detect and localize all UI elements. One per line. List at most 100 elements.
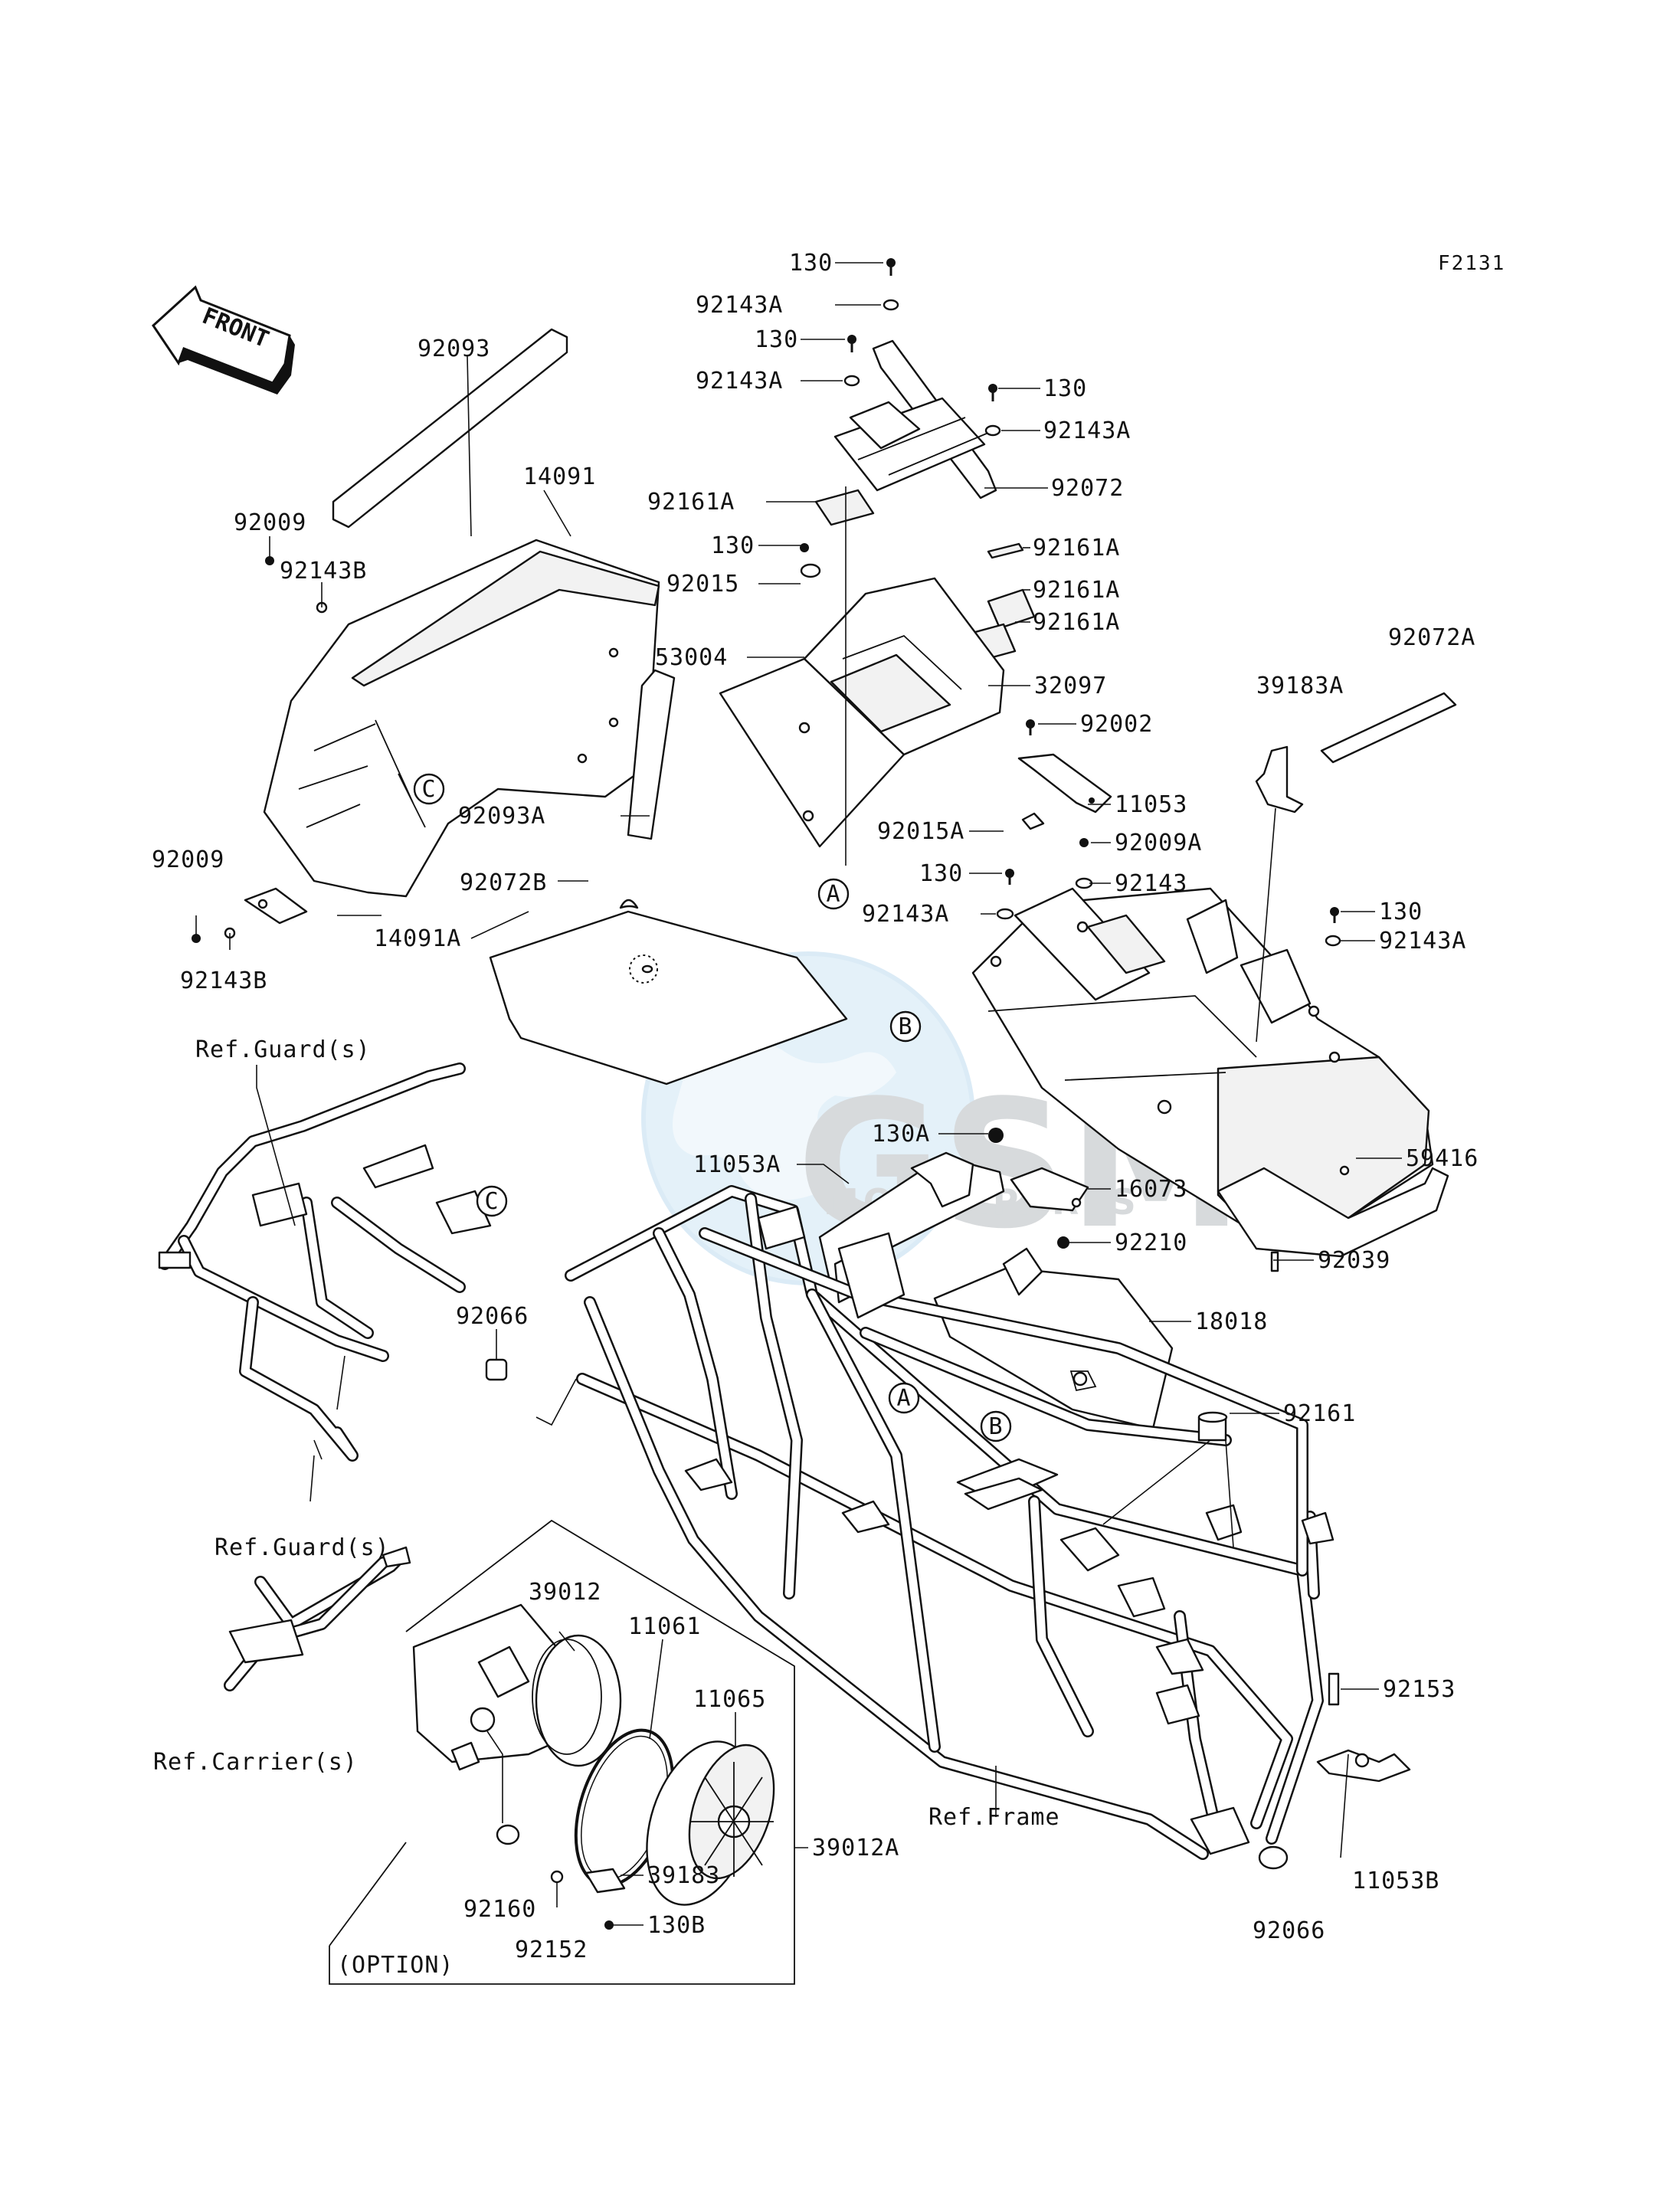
callout-A-top: A <box>817 878 850 910</box>
diagram-code: F2131 <box>1438 252 1505 275</box>
plate-14091A <box>489 899 848 1085</box>
label-92002: 92002 <box>1080 711 1153 738</box>
label-39183: 39183 <box>647 1862 720 1889</box>
label-92066: 92066 <box>1253 1917 1325 1944</box>
clip-92039 <box>1270 1251 1279 1272</box>
tape-92072A <box>1320 692 1457 764</box>
label-11065: 11065 <box>693 1686 766 1713</box>
label-53004: 53004 <box>655 644 728 671</box>
bracket-11053B <box>1316 1672 1411 1783</box>
filter-39012 <box>412 1603 622 1771</box>
bolt-130-right <box>1325 907 1341 947</box>
label-92015A: 92015A <box>877 818 964 845</box>
callout-C-top: C <box>413 773 445 805</box>
label-16073: 16073 <box>1115 1176 1187 1203</box>
label-130: 130 <box>1379 899 1423 925</box>
label-130: 130 <box>711 532 755 559</box>
label-92160: 92160 <box>463 1896 536 1923</box>
bracket-11053 <box>996 719 1112 920</box>
label-92143B: 92143B <box>280 558 367 584</box>
watermark-globe-continents <box>673 1040 896 1200</box>
callout-B-frame: B <box>980 1410 1012 1442</box>
svg-text:B: B <box>898 1013 912 1040</box>
label-14091: 14091 <box>523 463 596 490</box>
leader-lines <box>195 262 1402 1926</box>
label-92072A: 92072A <box>1388 624 1475 651</box>
label-39012A: 39012A <box>812 1835 899 1861</box>
label-92072: 92072 <box>1051 475 1124 502</box>
strip-92093 <box>332 328 568 529</box>
label-ref-carrier: Ref.Carrier(s) <box>153 1749 358 1776</box>
svg-text:C: C <box>421 776 436 803</box>
label-ref-guard: Ref.Guard(s) <box>195 1036 371 1063</box>
label-39012: 39012 <box>529 1579 601 1606</box>
callout-B-top: B <box>889 1010 922 1043</box>
guard-left <box>158 1062 492 1462</box>
strip-92093A <box>627 669 676 840</box>
cap-11065 <box>646 1740 775 1906</box>
label-11053B: 11053B <box>1352 1868 1439 1894</box>
plate-16073 <box>1010 1167 1089 1249</box>
label-92161: 92161 <box>1283 1400 1356 1427</box>
label-92143A: 92143A <box>1379 928 1466 954</box>
label-32097: 32097 <box>1034 673 1107 699</box>
part-labels: 130 92143A 130 92143A 130 92143A 92072 9… <box>152 250 1479 1979</box>
label-11053A: 11053A <box>693 1151 781 1178</box>
label-130: 130 <box>755 326 798 353</box>
plate-18018 <box>933 1247 1174 1430</box>
svg-text:A: A <box>826 881 840 908</box>
svg-text:A: A <box>896 1385 911 1412</box>
label-92143: 92143 <box>1115 870 1187 897</box>
callout-A-frame: A <box>888 1382 920 1414</box>
label-39183A: 39183A <box>1256 673 1344 699</box>
grommet-92066 <box>485 1358 1289 1870</box>
label-11061: 11061 <box>628 1613 701 1640</box>
guard-14091 <box>244 539 660 925</box>
grommet-92160 <box>496 1824 520 1845</box>
option-kit-box <box>329 1519 795 1985</box>
grommet-92161 <box>1197 1411 1228 1442</box>
label-92009A: 92009A <box>1115 830 1202 856</box>
label-59416: 59416 <box>1406 1145 1479 1172</box>
bolt-130-top <box>843 258 1001 437</box>
svg-text:C: C <box>484 1188 499 1215</box>
label-ref-frame: Ref.Frame <box>928 1804 1060 1831</box>
label-ref-guard: Ref.Guard(s) <box>215 1534 390 1561</box>
label-92093A: 92093A <box>458 803 545 830</box>
label-92039: 92039 <box>1318 1247 1390 1274</box>
label-92015: 92015 <box>666 571 739 598</box>
main-frame <box>565 1185 1335 1860</box>
carrier-ref <box>224 1546 411 1691</box>
label-130: 130 <box>919 860 963 887</box>
label-14091A: 14091A <box>374 925 461 952</box>
label-92066: 92066 <box>456 1303 529 1330</box>
label-92072B: 92072B <box>460 869 547 896</box>
label-92143A: 92143A <box>696 292 783 319</box>
svg-text:B: B <box>988 1413 1003 1440</box>
label-option: (OPTION) <box>337 1952 454 1979</box>
label-130: 130 <box>1043 375 1087 402</box>
bracket-92072 <box>833 339 997 499</box>
label-92210: 92210 <box>1115 1229 1187 1256</box>
label-92143A: 92143A <box>862 901 949 928</box>
battery-case-32097 <box>719 543 1005 848</box>
label-92161A: 92161A <box>647 489 735 516</box>
callout-C-guard: C <box>476 1185 508 1217</box>
label-130: 130 <box>789 250 833 277</box>
clip-39183A <box>1255 745 1304 814</box>
label-92093: 92093 <box>418 336 490 362</box>
label-92153: 92153 <box>1383 1676 1456 1703</box>
label-18018: 18018 <box>1195 1308 1268 1335</box>
label-92009: 92009 <box>152 846 224 873</box>
label-92152: 92152 <box>515 1937 588 1963</box>
label-92161A: 92161A <box>1033 609 1120 636</box>
label-92161A: 92161A <box>1033 577 1120 604</box>
label-92143B: 92143B <box>180 968 267 994</box>
label-130A: 130A <box>872 1121 930 1148</box>
label-130B: 130B <box>647 1912 706 1939</box>
label-92009: 92009 <box>234 509 306 536</box>
label-92161A: 92161A <box>1033 535 1120 562</box>
front-arrow-icon: FRONT <box>152 285 295 395</box>
tray-59416 <box>971 887 1449 1258</box>
